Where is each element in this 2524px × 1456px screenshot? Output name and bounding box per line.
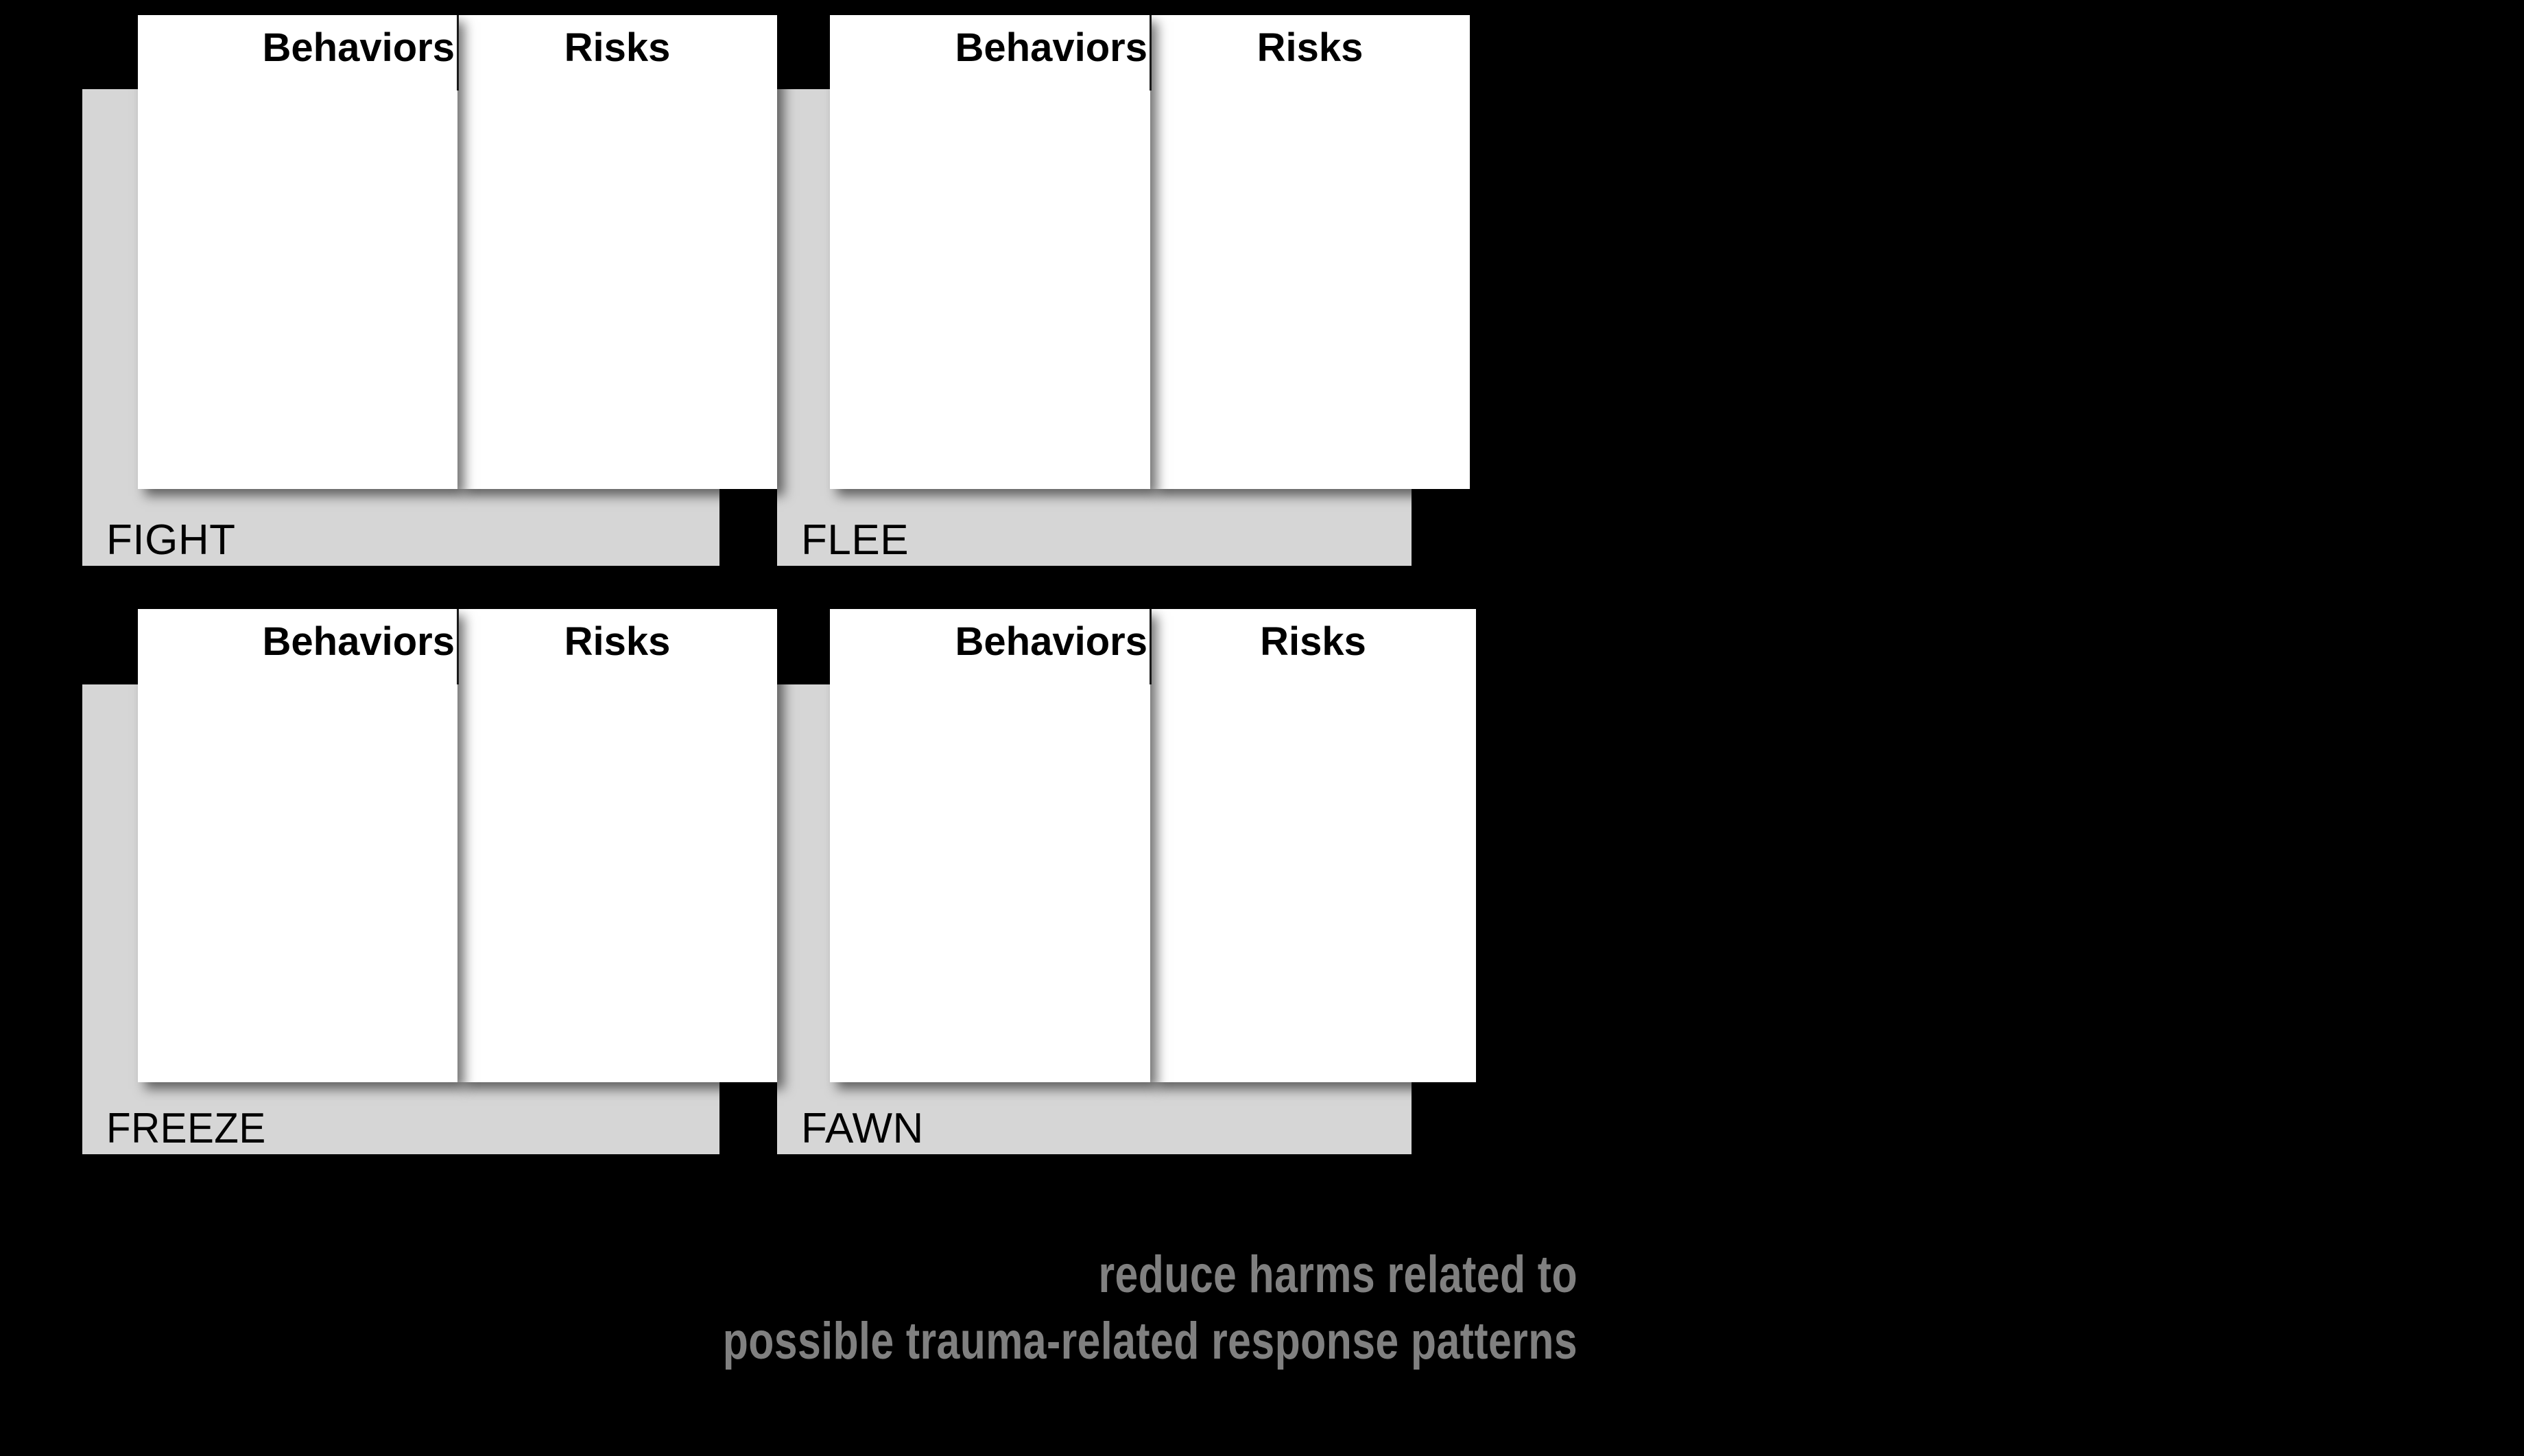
fight-label: FIGHT <box>106 516 236 564</box>
fight-behaviors-header: Behaviors <box>262 25 455 70</box>
fawn-risks-panel[interactable]: Risks <box>1150 609 1476 1082</box>
freeze-behaviors-header: Behaviors <box>262 619 455 664</box>
freeze-risks-panel[interactable]: Risks <box>457 609 777 1082</box>
fight-risks-header: Risks <box>564 25 671 70</box>
flee-label: FLEE <box>801 516 909 564</box>
fight-risks-panel[interactable]: Risks <box>457 15 777 489</box>
flee-behaviors-panel[interactable]: Behaviors <box>830 15 1152 489</box>
freeze-risks-header: Risks <box>564 619 671 664</box>
fight-behaviors-panel[interactable]: Behaviors <box>138 15 459 489</box>
freeze-behaviors-panel[interactable]: Behaviors <box>138 609 459 1082</box>
flee-risks-panel[interactable]: Risks <box>1150 15 1470 489</box>
fawn-behaviors-header: Behaviors <box>955 619 1147 664</box>
caption-line-2: possible trauma-related response pattern… <box>722 1312 1578 1371</box>
footer-caption: reduce harms related to possible trauma-… <box>0 1241 1578 1375</box>
fawn-label: FAWN <box>801 1105 924 1152</box>
freeze-label: FREEZE <box>106 1105 266 1152</box>
flee-risks-header: Risks <box>1257 25 1364 70</box>
freeze-behaviors-seam <box>457 609 459 684</box>
caption-line-1: reduce harms related to <box>1098 1245 1578 1304</box>
fight-behaviors-seam <box>457 15 459 91</box>
fawn-behaviors-panel[interactable]: Behaviors <box>830 609 1152 1082</box>
flee-behaviors-header: Behaviors <box>955 25 1147 70</box>
fawn-risks-header: Risks <box>1260 619 1366 664</box>
fawn-behaviors-seam <box>1150 609 1152 684</box>
flee-behaviors-seam <box>1150 15 1152 91</box>
